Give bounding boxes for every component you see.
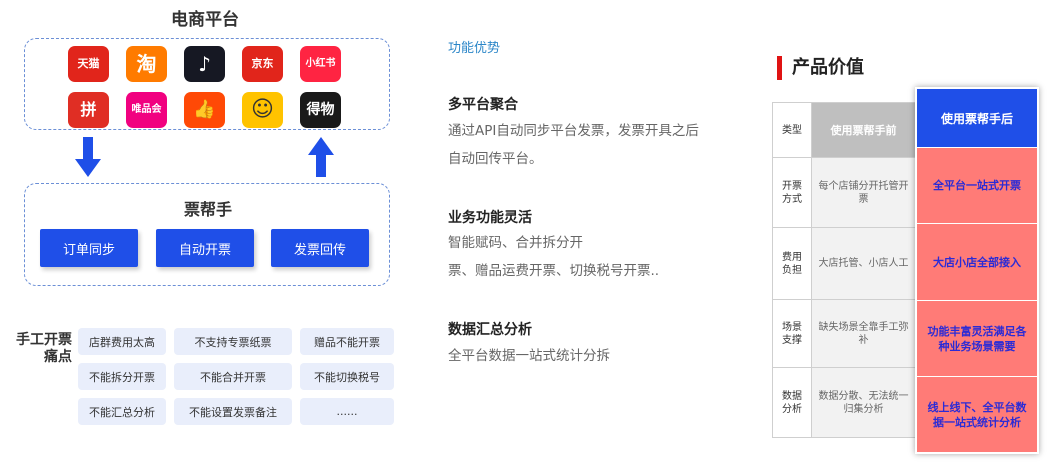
platform-title: 电商平台 bbox=[171, 10, 239, 30]
after-column: 使用票帮手后 全平台一站式开票 大店小店全部接入 功能丰富灵活满足各种业务场景需… bbox=[915, 87, 1039, 454]
app-grid: 天猫 淘 ♪ 京东 小红书 拼 唯品会 👍 ☺ 得物 bbox=[68, 46, 350, 128]
auto-invoice-button[interactable]: 自动开票 bbox=[156, 229, 254, 267]
pain-tag: 赠品不能开票 bbox=[300, 328, 394, 355]
invoice-return-button[interactable]: 发票回传 bbox=[271, 229, 369, 267]
row-before: 缺失场景全靠手工弥补 bbox=[812, 300, 915, 367]
taobao-icon[interactable]: 淘 bbox=[126, 46, 167, 82]
feature-title: 数据汇总分析 bbox=[448, 322, 532, 338]
douyin-icon[interactable]: ♪ bbox=[184, 46, 225, 82]
table-row: 数据分析 数据分散、无法统一归集分析 bbox=[773, 368, 915, 437]
tmall-icon[interactable]: 天猫 bbox=[68, 46, 109, 82]
table-row: 场景支撑 缺失场景全靠手工弥补 bbox=[773, 300, 915, 368]
row-after: 功能丰富灵活满足各种业务场景需要 bbox=[917, 300, 1037, 376]
table-header-row: 类型 使用票帮手前 bbox=[773, 103, 915, 158]
feature-title: 多平台聚合 bbox=[448, 97, 518, 113]
row-after: 大店小店全部接入 bbox=[917, 223, 1037, 300]
vipshop-icon[interactable]: 唯品会 bbox=[126, 92, 167, 128]
row-type: 场景支撑 bbox=[773, 300, 812, 367]
row-type: 数据分析 bbox=[773, 368, 812, 437]
table-row: 费用负担 大店托管、小店人工 bbox=[773, 228, 915, 300]
helper-title: 票帮手 bbox=[183, 200, 232, 219]
arrow-up-icon bbox=[308, 137, 334, 177]
header-before: 使用票帮手前 bbox=[812, 103, 915, 157]
feature-desc: 通过API自动同步平台发票，发票开具之后 自动回传平台。 bbox=[448, 123, 699, 167]
meituan-icon[interactable]: ☺ bbox=[242, 92, 283, 128]
dewu-icon[interactable]: 得物 bbox=[300, 92, 341, 128]
pain-tag: 不能汇总分析 bbox=[78, 398, 166, 425]
row-type: 费用负担 bbox=[773, 228, 812, 299]
feature-title: 业务功能灵活 bbox=[448, 210, 532, 226]
platform-box bbox=[24, 38, 390, 130]
table-row: 开票方式 每个店铺分开托管开票 bbox=[773, 158, 915, 228]
row-after: 线上线下、全平台数据一站式统计分析 bbox=[917, 376, 1037, 452]
pain-tag: 不支持专票纸票 bbox=[174, 328, 292, 355]
xiaohongshu-icon[interactable]: 小红书 bbox=[300, 46, 341, 82]
header-type: 类型 bbox=[773, 103, 812, 157]
header-after: 使用票帮手后 bbox=[917, 89, 1037, 147]
helper-box bbox=[24, 183, 390, 286]
pain-tag: 店群费用太高 bbox=[78, 328, 166, 355]
feature-desc: 智能赋码、合并拆分开 票、赠品运费开票、切换税号开票.. bbox=[448, 235, 660, 279]
comparison-table: 类型 使用票帮手前 开票方式 每个店铺分开托管开票 费用负担 大店托管、小店人工… bbox=[772, 102, 916, 438]
row-after: 全平台一站式开票 bbox=[917, 147, 1037, 223]
row-type: 开票方式 bbox=[773, 158, 812, 227]
pain-title: 手工开票 痛点 bbox=[16, 332, 72, 365]
jd-icon[interactable]: 京东 bbox=[242, 46, 283, 82]
pain-tag: 不能设置发票备注 bbox=[174, 398, 292, 425]
pain-grid: 店群费用太高 不支持专票纸票 赠品不能开票 不能拆分开票 不能合并开票 不能切换… bbox=[78, 328, 394, 425]
pain-tag: ...... bbox=[300, 398, 394, 425]
row-before: 大店托管、小店人工 bbox=[812, 228, 915, 299]
feature-desc: 全平台数据一站式统计分拆 bbox=[448, 348, 610, 364]
advantage-title: 功能优势 bbox=[448, 41, 501, 56]
value-title: 产品价值 bbox=[777, 56, 864, 80]
pinduoduo-icon[interactable]: 拼 bbox=[68, 92, 109, 128]
row-before: 每个店铺分开托管开票 bbox=[812, 158, 915, 227]
kuaishou-icon[interactable]: 👍 bbox=[184, 92, 225, 128]
order-sync-button[interactable]: 订单同步 bbox=[40, 229, 138, 267]
pain-tag: 不能拆分开票 bbox=[78, 363, 166, 390]
row-before: 数据分散、无法统一归集分析 bbox=[812, 368, 915, 437]
arrow-down-icon bbox=[75, 137, 101, 177]
pain-tag: 不能合并开票 bbox=[174, 363, 292, 390]
pain-tag: 不能切换税号 bbox=[300, 363, 394, 390]
